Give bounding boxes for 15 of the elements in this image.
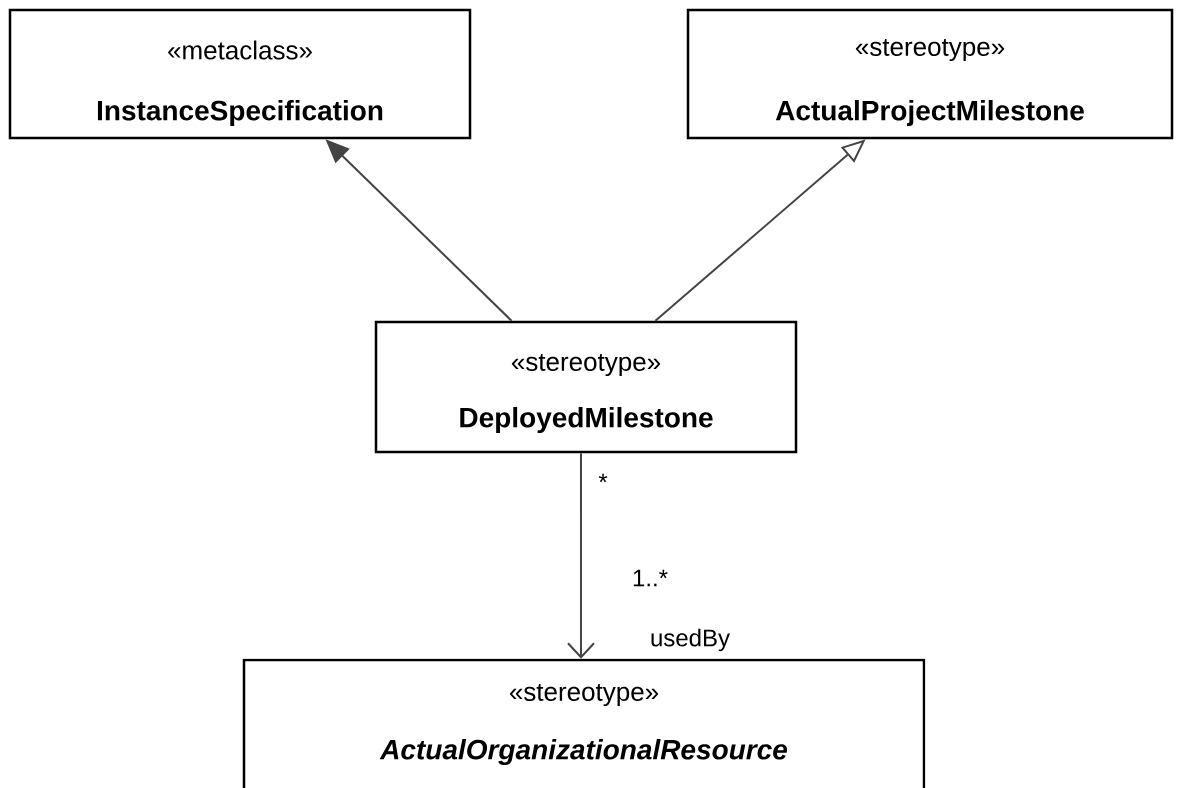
class-name: ActualProjectMilestone — [775, 99, 1084, 127]
class-box — [242, 658, 926, 788]
stereotype-label: «metaclass» — [168, 40, 312, 60]
class-name: InstanceSpecification — [97, 99, 383, 127]
class-box — [374, 320, 798, 454]
class-name: DeployedMilestone — [460, 406, 713, 434]
stereotype-label: «stereotype» — [511, 353, 661, 377]
class-box — [8, 8, 472, 140]
stereotype-label: «stereotype» — [855, 38, 1005, 62]
class-name: ActualOrganizationalResource — [379, 738, 788, 766]
multiplicity-label: 1..* — [633, 569, 668, 587]
stereotype-label: «stereotype» — [509, 683, 659, 707]
class-box — [686, 8, 1174, 140]
arrow — [567, 452, 595, 659]
multiplicity-label: * — [598, 473, 608, 483]
